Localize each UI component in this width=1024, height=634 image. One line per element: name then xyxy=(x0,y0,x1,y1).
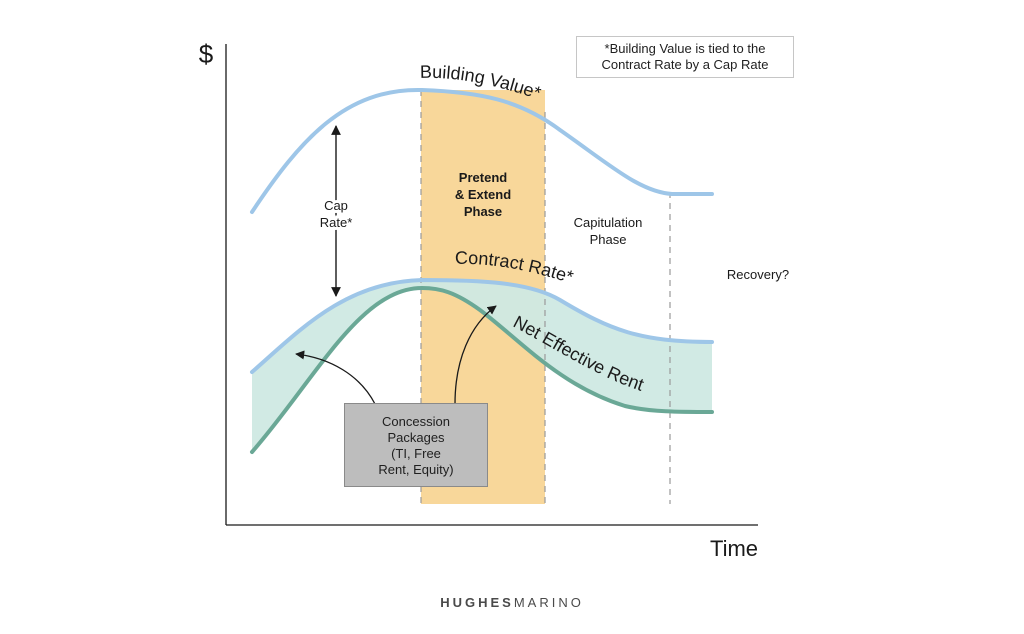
pretend-extend-label-line3: Phase xyxy=(464,204,502,219)
brand-wordmark: HUGHESMARINO xyxy=(0,595,1024,610)
concession-spread-area xyxy=(252,280,712,452)
footnote-line1: *Building Value is tied to the xyxy=(604,41,766,56)
cap-rate-label-line2: Rate* xyxy=(320,215,353,230)
brand-wordmark-bold: HUGHES xyxy=(440,595,514,610)
capitulation-label-line2: Phase xyxy=(590,232,627,247)
x-axis-label: Time xyxy=(710,536,758,561)
concession-arrow-left xyxy=(295,350,376,405)
y-axis-label: $ xyxy=(199,39,214,69)
pretend-extend-label-line2: & Extend xyxy=(455,187,511,202)
concession-line4: Rent, Equity) xyxy=(378,462,454,477)
concession-line1: Concession xyxy=(382,414,450,429)
cap-rate-footnote: *Building Value is tied to the Contract … xyxy=(576,36,794,78)
pretend-extend-label-line1: Pretend xyxy=(459,170,507,185)
net-effective-rent-curve xyxy=(250,285,714,454)
cap-rate-label-line1: Cap xyxy=(324,198,348,213)
concession-arrow-right xyxy=(454,305,497,405)
capitulation-label-line1: Capitulation xyxy=(574,215,643,230)
concession-packages-box: Concession Packages (TI, Free Rent, Equi… xyxy=(344,403,488,487)
building-value-curve xyxy=(250,87,714,214)
recovery-label: Recovery? xyxy=(727,267,789,282)
brand-wordmark-light: MARINO xyxy=(513,595,584,610)
concession-line3: (TI, Free xyxy=(391,446,441,461)
contract-rate-curve xyxy=(250,277,714,374)
footnote-line2: Contract Rate by a Cap Rate xyxy=(601,57,769,72)
concession-line2: Packages xyxy=(387,430,445,445)
